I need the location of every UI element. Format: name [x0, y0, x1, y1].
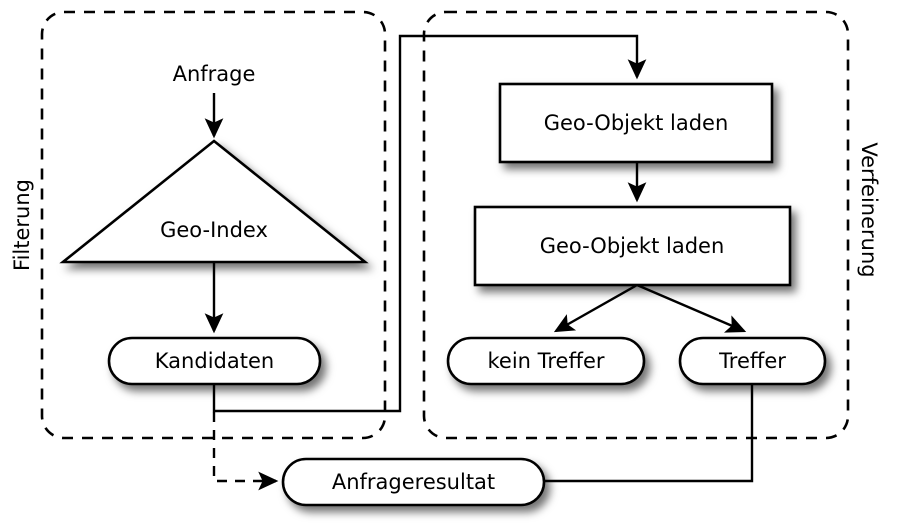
- node-treffer-shape: [678, 336, 827, 386]
- node-geo-objekt-laden-1[interactable]: Geo-Objekt laden: [498, 82, 774, 164]
- edge-geo-objekt-laden-2-to-treffer: [636, 283, 747, 333]
- node-geo-index-shape: [59, 139, 369, 264]
- node-geo-objekt-laden-2-shape: [473, 205, 792, 287]
- group-verfeinerung-label: Verfeinerung: [857, 142, 881, 277]
- edge-treffer-to-anfrageresultat: [544, 384, 754, 483]
- group-filterung-label: Filterung: [10, 179, 34, 271]
- node-anfrage[interactable]: Anfrage: [173, 62, 256, 86]
- group-filterung-border: [40, 10, 387, 440]
- node-geo-index-label: Geo-Index: [160, 218, 268, 242]
- node-treffer[interactable]: Treffer: [678, 336, 827, 386]
- edge-kandidaten-to-geo-objekt-laden-1: [212, 34, 647, 413]
- node-geo-objekt-laden-1-shape: [498, 82, 774, 164]
- edge-kandidaten-to-anfrageresultat: [212, 412, 279, 491]
- group-verfeinerung-border: [422, 10, 850, 440]
- node-anfrageresultat[interactable]: Anfrageresultat: [281, 457, 546, 507]
- node-anfrageresultat-shape: [281, 457, 546, 507]
- node-anfrageresultat-label: Anfrageresultat: [332, 470, 495, 494]
- group-verfeinerung: Verfeinerung: [422, 10, 881, 440]
- node-kandidaten-label: Kandidaten: [155, 349, 274, 373]
- node-kandidaten-shape: [107, 336, 322, 386]
- node-geo-objekt-laden-2[interactable]: Geo-Objekt laden: [473, 205, 792, 287]
- node-kein-treffer[interactable]: kein Treffer: [446, 336, 646, 386]
- node-geo-objekt-laden-2-label: Geo-Objekt laden: [540, 234, 725, 258]
- node-geo-index[interactable]: Geo-Index: [59, 139, 369, 264]
- node-kandidaten[interactable]: Kandidaten: [107, 336, 322, 386]
- node-kein-treffer-label: kein Treffer: [487, 349, 604, 373]
- node-kein-treffer-shape: [446, 336, 646, 386]
- node-anfrage-label: Anfrage: [173, 62, 256, 86]
- group-filterung: Filterung: [10, 10, 387, 440]
- node-treffer-label: Treffer: [718, 349, 786, 373]
- edge-geo-objekt-laden-2-to-kein-treffer: [553, 283, 638, 333]
- node-geo-objekt-laden-1-label: Geo-Objekt laden: [544, 111, 729, 135]
